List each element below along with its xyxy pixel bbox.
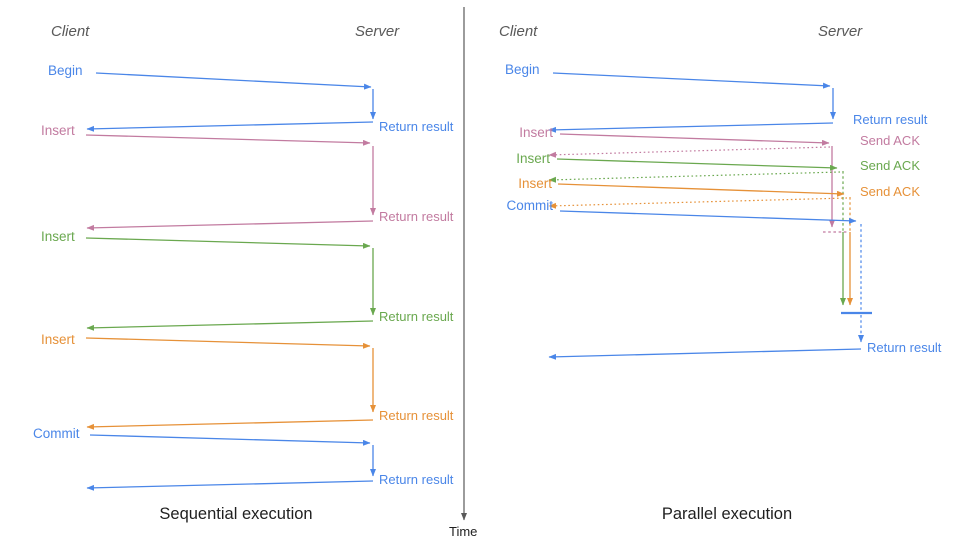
seq-begin-request-arrow (95, 72, 372, 90)
seq-begin-return-label: Return result (379, 119, 454, 134)
seq-insert2-response-arrow (86, 320, 374, 331)
parallel-diagram: Client Server Begin Return result Insert… (499, 23, 942, 523)
seq-op-insert2: Insert Return result (41, 229, 454, 331)
seq-insert1-label: Insert (41, 123, 75, 138)
par-insert3-ack-label: Send ACK (860, 184, 920, 199)
par-begin-label: Begin (505, 62, 540, 77)
par-op-commit: Commit Return result (507, 198, 942, 360)
par-insert1-ack-arrow (548, 146, 831, 158)
seq-op-begin: Begin Return result (48, 63, 454, 134)
par-op-insert3: Insert Send ACK (518, 176, 920, 306)
seq-op-insert1: Insert Return result (41, 123, 454, 231)
par-op-begin: Begin Return result (505, 62, 928, 133)
par-insert2-request-arrow (556, 158, 838, 171)
par-insert3-label: Insert (518, 176, 552, 191)
seq-server-label: Server (355, 23, 400, 40)
seq-insert2-request-arrow (85, 237, 371, 249)
time-axis-label: Time (449, 524, 477, 539)
seq-insert3-label: Insert (41, 332, 75, 347)
seq-insert2-label: Insert (41, 229, 75, 244)
par-op-insert2: Insert Send ACK (516, 151, 920, 306)
par-server-label: Server (818, 23, 863, 40)
par-insert3-request-arrow (557, 183, 845, 197)
par-insert1-request-arrow (559, 133, 830, 146)
par-insert1-label: Insert (519, 125, 553, 140)
seq-commit-label: Commit (33, 426, 80, 441)
seq-insert3-request-arrow (85, 337, 371, 349)
par-commit-return-label: Return result (867, 340, 942, 355)
par-begin-response-arrow (548, 122, 834, 133)
par-commit-request-arrow (559, 210, 857, 224)
seq-insert1-response-arrow (86, 220, 374, 231)
sequential-caption: Sequential execution (159, 505, 312, 523)
seq-insert2-return-label: Return result (379, 309, 454, 324)
par-client-label: Client (499, 23, 538, 40)
par-insert2-ack-arrow (548, 171, 841, 183)
par-insert1-ack-label: Send ACK (860, 133, 920, 148)
seq-commit-response-arrow (86, 480, 374, 491)
par-insert2-label: Insert (516, 151, 550, 166)
seq-insert3-return-label: Return result (379, 408, 454, 423)
par-insert3-ack-arrow (548, 197, 848, 209)
seq-op-commit: Commit Return result (33, 426, 454, 491)
seq-commit-request-arrow (89, 434, 371, 446)
par-op-insert1: Insert Send ACK (519, 125, 920, 233)
sequential-diagram: Client Server Begin Return result Insert… (33, 23, 454, 523)
par-begin-request-arrow (552, 72, 831, 89)
par-commit-label: Commit (507, 198, 554, 213)
seq-op-insert3: Insert Return result (41, 332, 454, 430)
seq-insert3-response-arrow (86, 419, 374, 430)
seq-commit-return-label: Return result (379, 472, 454, 487)
seq-insert1-request-arrow (85, 134, 371, 146)
seq-insert1-return-label: Return result (379, 209, 454, 224)
time-axis: Time (449, 7, 477, 539)
seq-client-label: Client (51, 23, 90, 40)
parallel-caption: Parallel execution (662, 505, 792, 523)
seq-begin-response-arrow (86, 121, 374, 132)
par-commit-response-arrow (548, 348, 862, 360)
par-begin-return-label: Return result (853, 112, 928, 127)
seq-begin-label: Begin (48, 63, 83, 78)
par-insert2-ack-label: Send ACK (860, 158, 920, 173)
